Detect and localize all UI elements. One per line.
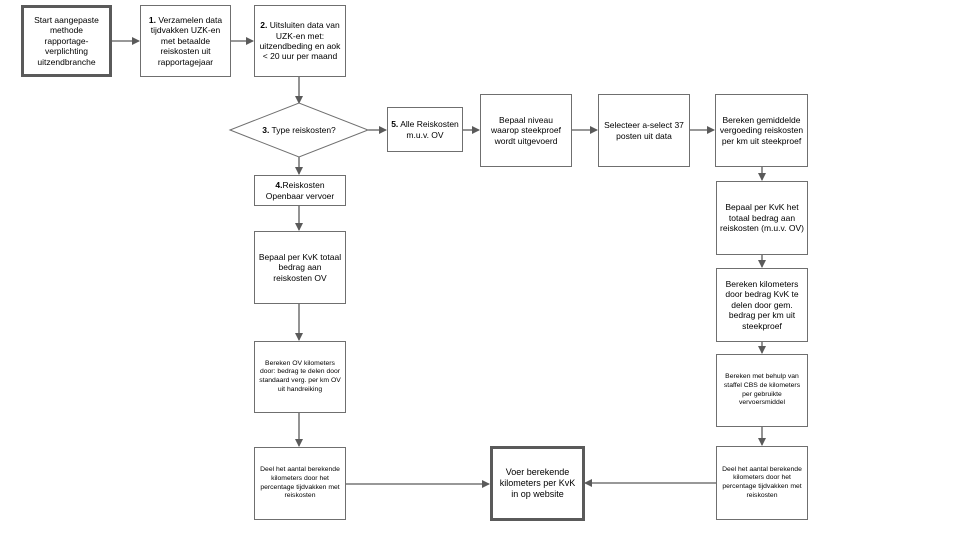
step-3-number: 3. bbox=[262, 124, 270, 135]
step-3-decision-label: 3. Type reiskosten? bbox=[258, 112, 340, 148]
decision-diamond bbox=[228, 102, 370, 158]
step-2-number: 2. bbox=[260, 20, 268, 31]
step-4-node: 4.Reiskosten Openbaar vervoer bbox=[254, 175, 346, 206]
step-5-number: 5. bbox=[391, 119, 399, 130]
step-1-number: 1. bbox=[148, 15, 156, 26]
step-2-node: 2. Uitsluiten data van UZK-en met: uitze… bbox=[254, 5, 346, 77]
step-5-text: Alle Reiskosten m.u.v. OV bbox=[398, 119, 459, 140]
voer-in-node: Voer berekende kilometers per KvK in op … bbox=[490, 446, 585, 521]
selecteer-node: Selecteer a-select 37 posten uit data bbox=[598, 94, 690, 167]
bereken-staffel-node: Bereken met behulp van staffel CBS de ki… bbox=[716, 354, 808, 427]
step-5-node: 5. Alle Reiskosten m.u.v. OV bbox=[387, 107, 463, 152]
bepaal-kvk-totaal-node: Bepaal per KvK het totaal bedrag aan rei… bbox=[716, 181, 808, 255]
step-1-node: 1. Verzamelen data tijdvakken UZK-en met… bbox=[140, 5, 231, 77]
deel-rechts-node: Deel het aantal berekende kilometers doo… bbox=[716, 446, 808, 520]
step-2-text: Uitsluiten data van UZK-en met: uitzendb… bbox=[259, 20, 341, 62]
bereken-ov-node: Bereken OV kilometers door: bedrag te de… bbox=[254, 341, 346, 413]
step-1-text: Verzamelen data tijdvakken UZK-en met be… bbox=[150, 15, 223, 67]
step-3-text: Type reiskosten? bbox=[269, 124, 336, 135]
deel-links-node: Deel het aantal berekende kilometers doo… bbox=[254, 447, 346, 520]
step-4-number: 4. bbox=[275, 180, 283, 191]
bereken-km-gem-node: Bereken kilometers door bedrag KvK te de… bbox=[716, 268, 808, 342]
bereken-gemiddelde-node: Bereken gemiddelde vergoeding reiskosten… bbox=[715, 94, 808, 167]
step-4-text: Reiskosten Openbaar vervoer bbox=[265, 180, 335, 201]
bepaal-niveau-node: Bepaal niveau waarop steekproef wordt ui… bbox=[480, 94, 572, 167]
start-node: Start aangepaste methode rapportage-verp… bbox=[21, 5, 112, 77]
bepaal-ov-node: Bepaal per KvK totaal bedrag aan reiskos… bbox=[254, 231, 346, 304]
